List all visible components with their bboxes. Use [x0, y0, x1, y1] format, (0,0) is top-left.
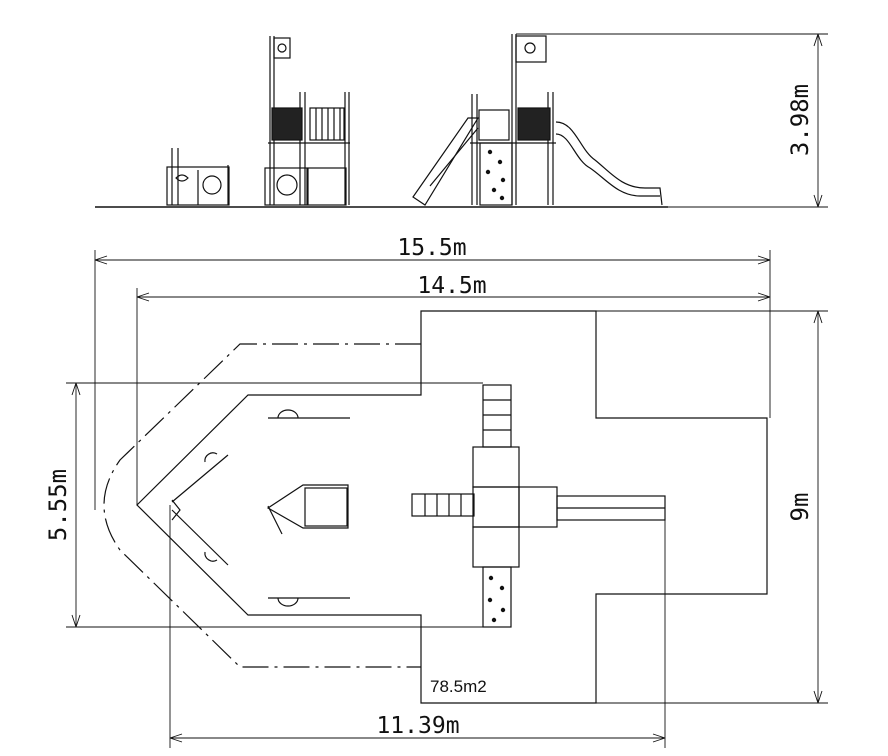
elevation-left-tower [264, 36, 350, 206]
ship-cabin-plan [266, 484, 349, 529]
dimension-safety-length-label: 14.5m [417, 273, 486, 299]
dimension-equipment-length-label: 11.39m [376, 713, 459, 739]
elevation-small-cabin [166, 148, 230, 206]
tower-panel-right [517, 107, 551, 141]
climbing-wall-elevation [479, 142, 513, 206]
ship-deck-plan [171, 409, 350, 607]
impact-area-boundary [103, 343, 421, 668]
plan-view [103, 310, 768, 704]
dimension-lines [66, 33, 828, 748]
area-label: 78.5m2 [430, 677, 487, 696]
pirate-flag-left [273, 37, 291, 59]
tower-rail-left [309, 107, 345, 141]
elevation-view [95, 34, 668, 208]
dimension-height-label: 3.98m [786, 84, 814, 156]
bridge-plan [411, 493, 475, 517]
ladder-plan [482, 384, 512, 448]
tower-platforms-plan [472, 446, 558, 568]
elevation-right-tower [470, 34, 556, 206]
climbing-wall-plan [482, 566, 512, 628]
dimension-width-label: 9m [786, 493, 814, 522]
pirate-flag-right [515, 35, 547, 63]
dimension-deck-width-label: 5.55m [44, 469, 72, 541]
tower-panel-left [271, 107, 303, 141]
elevation-straight-slide [412, 117, 480, 206]
dimension-overall-length-label: 15.5m [397, 235, 466, 261]
elevation-wave-slide [555, 121, 663, 206]
safety-zone-outline [136, 310, 768, 704]
